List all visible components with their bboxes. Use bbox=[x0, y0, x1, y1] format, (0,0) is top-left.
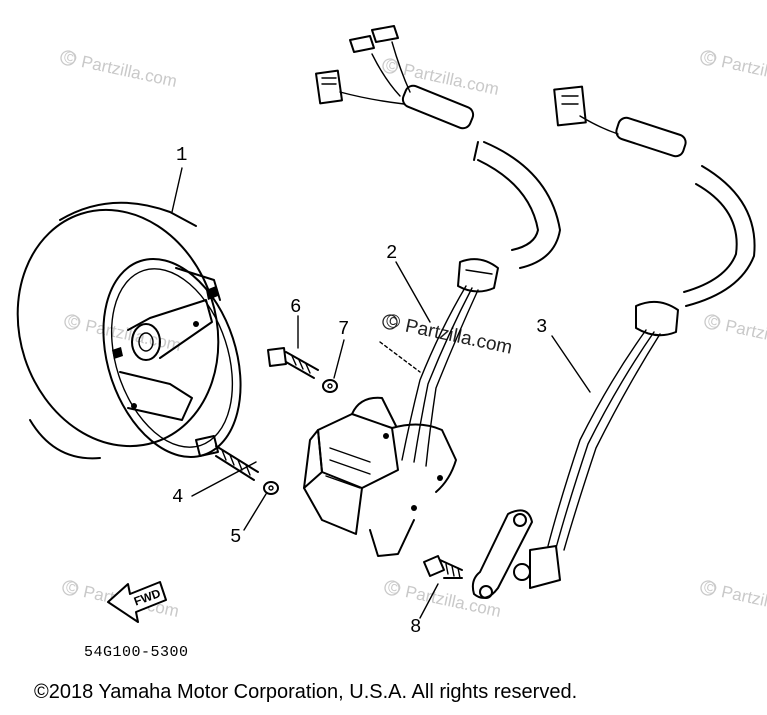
watermark-symbol: © bbox=[386, 577, 403, 598]
watermark-symbol: © bbox=[62, 47, 79, 68]
callout-3[interactable]: 3 bbox=[536, 316, 547, 338]
flywheel-rotor-drawing[interactable] bbox=[0, 184, 264, 475]
watermark-symbol: © bbox=[702, 47, 719, 68]
callout-1[interactable]: 1 bbox=[176, 144, 187, 166]
watermark-symbol: © bbox=[64, 577, 81, 598]
callout-5[interactable]: 5 bbox=[230, 526, 241, 548]
diagram-code: 54G100-5300 bbox=[84, 644, 189, 661]
pulser-coil-drawing[interactable] bbox=[471, 85, 756, 599]
watermark-layer: © Partzilla.com © Partzilla.com © Partzi… bbox=[60, 47, 767, 621]
watermark-symbol: © bbox=[706, 311, 723, 332]
copyright-text: ©2018 Yamaha Motor Corporation, U.S.A. A… bbox=[34, 681, 577, 703]
center-watermark-text: Partzilla.com bbox=[403, 316, 514, 359]
callout-2[interactable]: 2 bbox=[386, 242, 397, 264]
callout-8[interactable]: 8 bbox=[410, 616, 421, 638]
callout-numbers: 1 2 3 4 5 6 7 8 bbox=[172, 144, 547, 638]
leader-lines bbox=[171, 167, 591, 619]
washer-part-5[interactable] bbox=[263, 481, 279, 495]
watermark-symbol: © bbox=[384, 55, 401, 76]
watermark-symbol: © bbox=[384, 310, 402, 333]
forward-arrow: FWD bbox=[107, 581, 167, 623]
callout-7[interactable]: 7 bbox=[338, 318, 349, 340]
screw-part-6[interactable] bbox=[267, 347, 319, 379]
screw-part-8[interactable] bbox=[423, 555, 463, 579]
washer-part-7[interactable] bbox=[322, 379, 338, 393]
watermark-text: Partzilla.com bbox=[720, 52, 767, 91]
callout-6[interactable]: 6 bbox=[290, 296, 301, 318]
stator-assembly-drawing[interactable] bbox=[303, 25, 561, 557]
watermark-symbol: © bbox=[66, 311, 83, 332]
center-watermark: © Partzilla.com bbox=[382, 310, 514, 359]
watermark-text: Partzilla.com bbox=[402, 60, 501, 99]
callout-4[interactable]: 4 bbox=[172, 486, 183, 508]
watermark-text: Partzilla.com bbox=[724, 316, 767, 355]
watermark-text: Partzilla.com bbox=[80, 52, 179, 91]
watermark-symbol: © bbox=[702, 577, 719, 598]
watermark-text: Partzilla.com bbox=[720, 582, 767, 621]
screw-part-4[interactable] bbox=[195, 435, 259, 481]
